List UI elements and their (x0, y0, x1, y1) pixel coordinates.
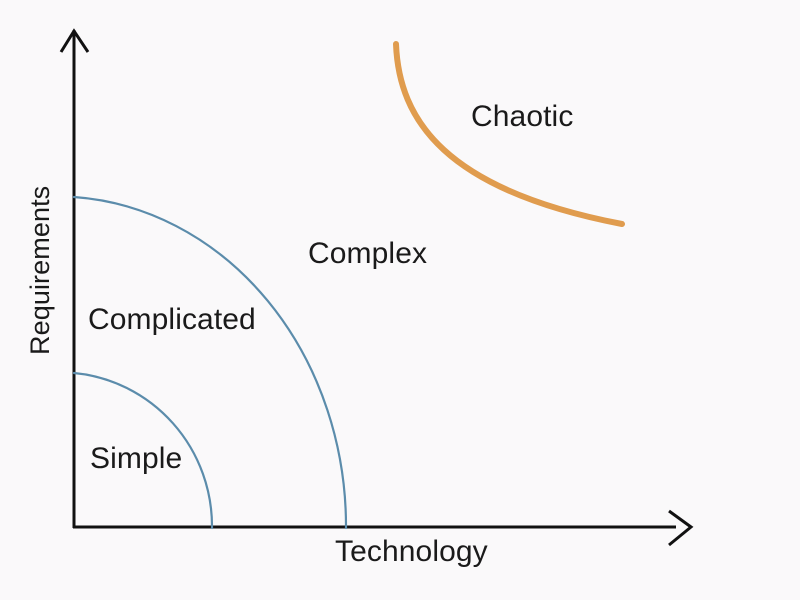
x-axis-label: Technology (335, 535, 488, 568)
zone-label-complex: Complex (308, 237, 428, 270)
y-axis-arrow-icon (59, 28, 90, 53)
complicated-boundary-arc (72, 195, 348, 530)
zone-label-complicated: Complicated (88, 303, 256, 336)
chaotic-boundary-arc (393, 41, 625, 227)
simple-boundary-arc (72, 371, 214, 530)
zone-label-simple: Simple (90, 442, 183, 475)
x-axis-arrow-icon (668, 509, 694, 547)
zone-label-chaotic: Chaotic (471, 100, 574, 133)
y-axis-label: Requirements (25, 185, 55, 355)
